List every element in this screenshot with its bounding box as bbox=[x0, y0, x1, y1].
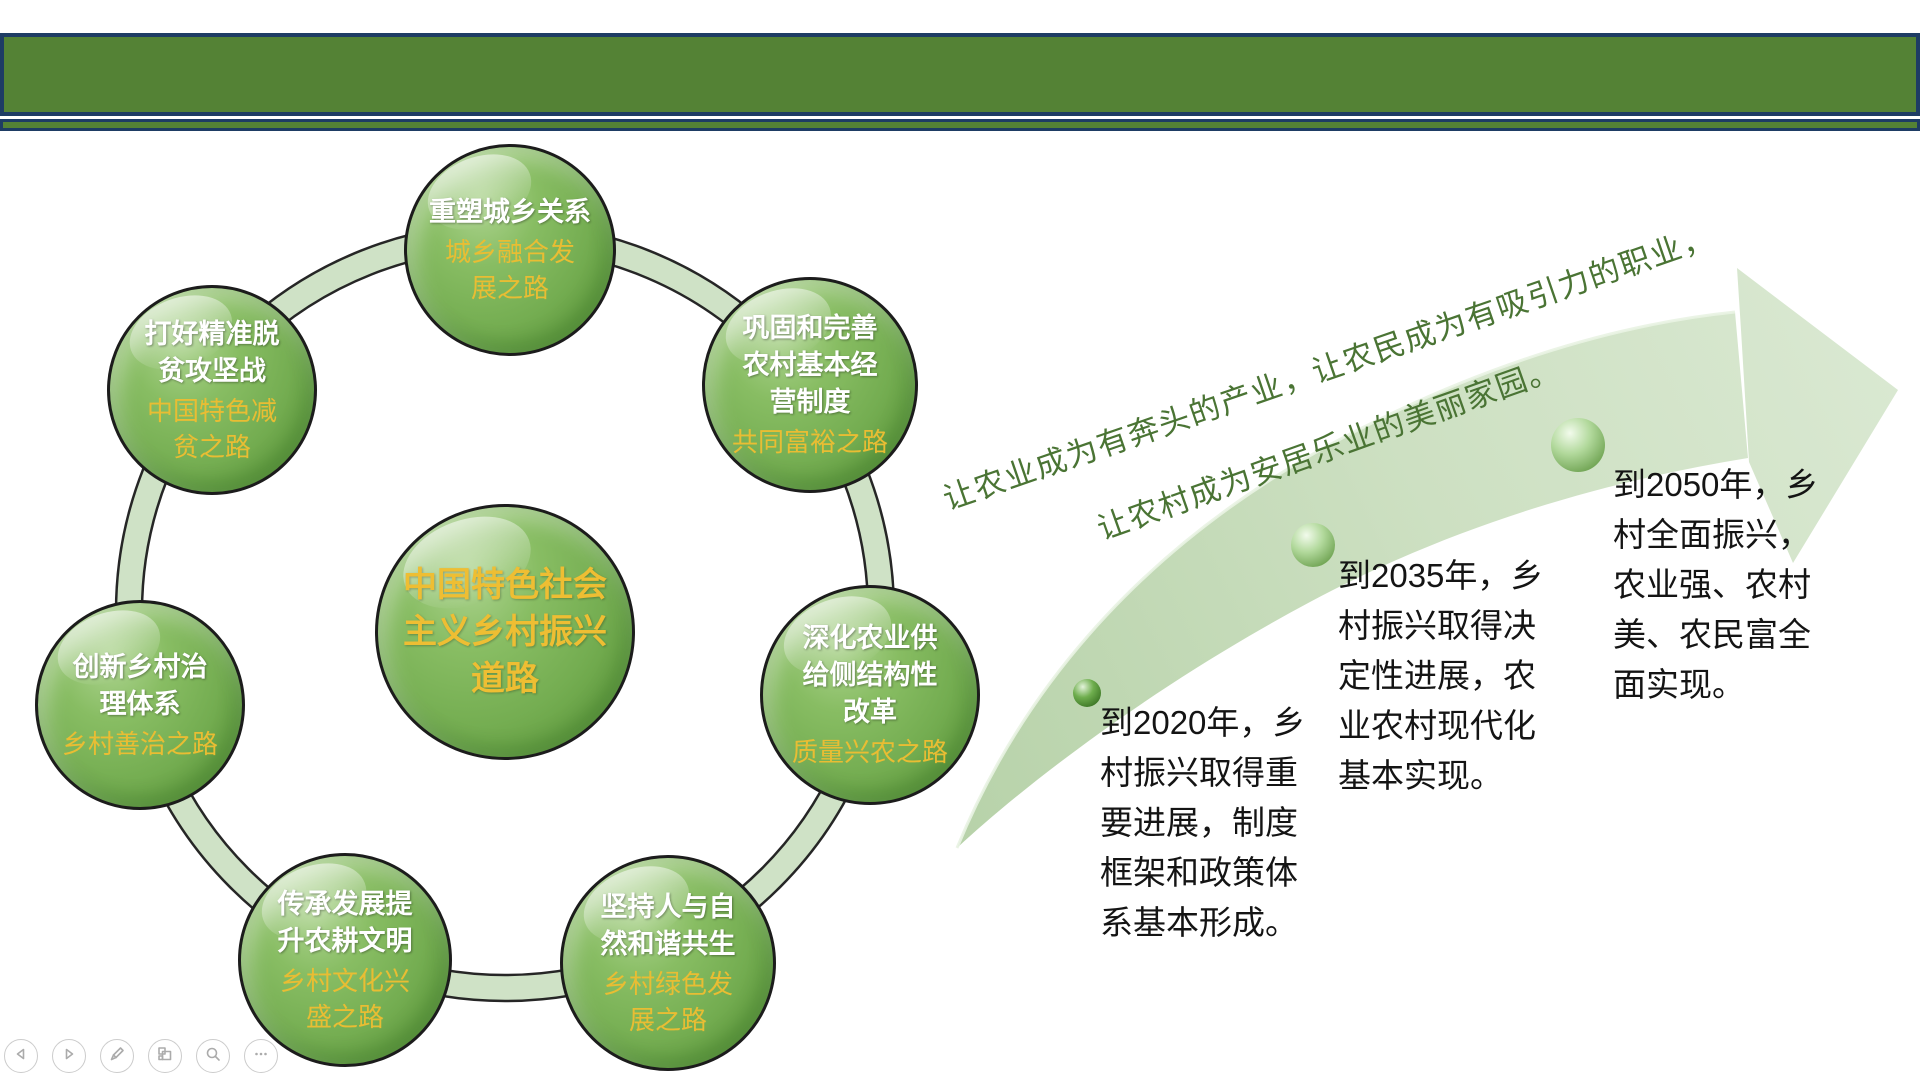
circle-subtitle: 乡村绿色发 展之路 bbox=[602, 968, 733, 1035]
see-all-slides-button[interactable] bbox=[148, 1039, 182, 1073]
circle-subtitle: 乡村善治之路 bbox=[61, 728, 218, 759]
circle-rural-operation-system: 巩固和完善 农村基本经 营制度 共同富裕之路 bbox=[702, 277, 918, 493]
milestone-2050-text: 到2050年，乡 村全面振兴， 农业强、农村 美、农民富全 面实现。 bbox=[1613, 466, 1819, 703]
circle-title: 深化农业供 给侧结构性 改革 bbox=[802, 623, 938, 727]
timeline-arrow bbox=[955, 268, 1898, 849]
circle-subtitle: 中国特色减 贫之路 bbox=[146, 395, 277, 462]
more-options-button[interactable] bbox=[244, 1039, 278, 1073]
circle-supply-side-reform: 深化农业供 给侧结构性 改革 质量兴农之路 bbox=[760, 585, 980, 805]
circle-subtitle: 乡村文化兴 盛之路 bbox=[279, 965, 410, 1032]
circle-title: 创新乡村治 理体系 bbox=[72, 651, 208, 719]
circle-title: 坚持人与自 然和谐共生 bbox=[600, 891, 736, 959]
circle-poverty-alleviation: 打好精准脱 贫攻坚战 中国特色减 贫之路 bbox=[107, 285, 317, 495]
circle-subtitle: 共同富裕之路 bbox=[731, 427, 888, 457]
pen-tool-button[interactable] bbox=[100, 1039, 134, 1073]
center-circle-label: 中国特色社会 主义乡村振兴 道路 bbox=[403, 565, 607, 698]
milestone-sphere-2050 bbox=[1551, 418, 1605, 472]
previous-slide-button[interactable] bbox=[4, 1039, 38, 1073]
magnifier-icon bbox=[204, 1045, 222, 1068]
arrow-head bbox=[1737, 268, 1898, 563]
circle-farming-civilization: 传承发展提 升农耕文明 乡村文化兴 盛之路 bbox=[238, 853, 452, 1067]
header-bar bbox=[0, 33, 1920, 116]
circle-title: 重塑城乡关系 bbox=[429, 197, 591, 227]
next-arrow-icon bbox=[60, 1045, 78, 1068]
previous-arrow-icon bbox=[12, 1045, 30, 1068]
circle-title: 传承发展提 升农耕文明 bbox=[277, 888, 413, 956]
milestone-sphere-2035 bbox=[1291, 523, 1335, 567]
circle-title: 打好精准脱 贫攻坚战 bbox=[144, 318, 280, 386]
milestone-2035-text: 到2035年，乡 村振兴取得决 定性进展，农 业农村现代化 基本实现。 bbox=[1338, 557, 1544, 794]
slideshow-toolbar bbox=[4, 1039, 278, 1073]
circle-harmony-with-nature: 坚持人与自 然和谐共生 乡村绿色发 展之路 bbox=[560, 855, 776, 1071]
ellipsis-icon bbox=[252, 1045, 270, 1068]
circle-subtitle: 城乡融合发 展之路 bbox=[444, 237, 575, 303]
zoom-button[interactable] bbox=[196, 1039, 230, 1073]
milestone-sphere-2020 bbox=[1073, 679, 1101, 707]
circle-title: 巩固和完善 农村基本经 营制度 bbox=[742, 313, 878, 417]
slides-grid-icon bbox=[156, 1045, 174, 1068]
circle-subtitle: 质量兴农之路 bbox=[791, 737, 948, 767]
header-stripe bbox=[0, 119, 1920, 131]
next-slide-button[interactable] bbox=[52, 1039, 86, 1073]
pen-icon bbox=[108, 1045, 126, 1068]
milestone-2020-text: 到2020年，乡 村振兴取得重 要进展，制度 框架和政策体 系基本形成。 bbox=[1100, 704, 1306, 941]
circle-rural-governance: 创新乡村治 理体系 乡村善治之路 bbox=[35, 600, 245, 810]
circle-reshape-urban-rural: 重塑城乡关系 城乡融合发 展之路 bbox=[404, 144, 616, 356]
circle-center-rural-revitalization: 中国特色社会 主义乡村振兴 道路 bbox=[375, 504, 635, 760]
